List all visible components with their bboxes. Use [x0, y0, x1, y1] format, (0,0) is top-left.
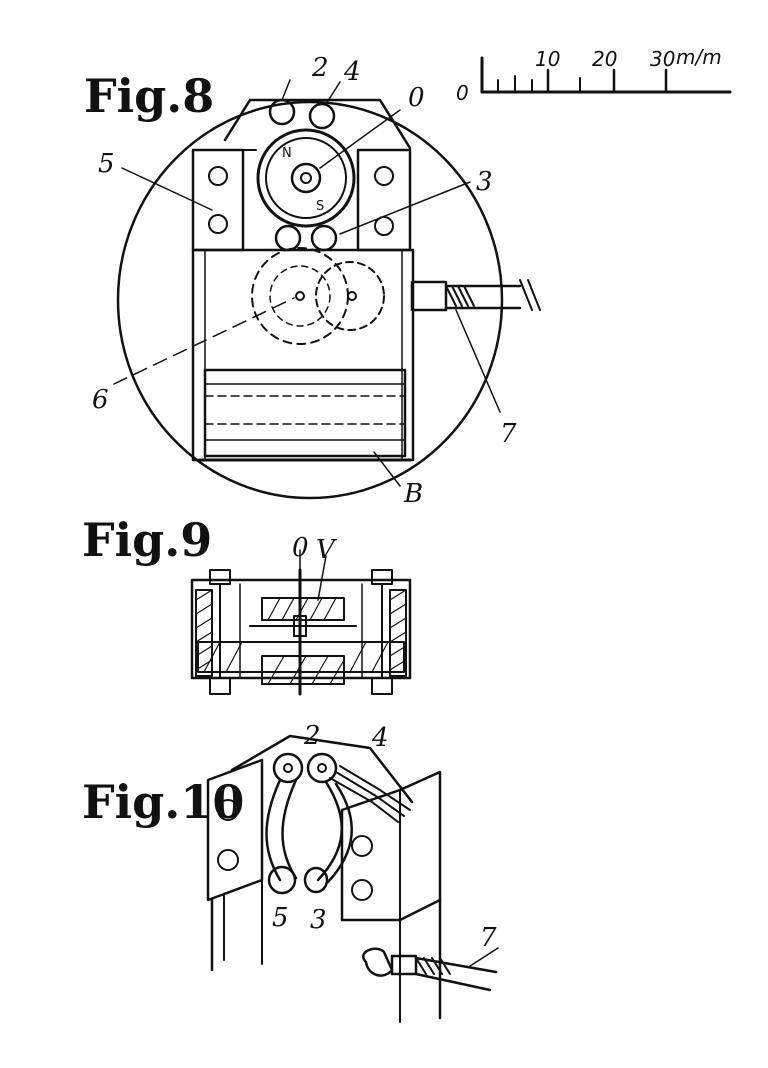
fig10-pulley-5 [267, 865, 297, 895]
fig9-bolt-bottom-left [209, 677, 231, 695]
fig8-left-bracket [191, 148, 245, 252]
fig8-label-b: B [403, 479, 423, 509]
fig8-roller-block [203, 368, 407, 458]
figure-9: Fig.9 0 V [82, 513, 412, 696]
fig10-top-plate [230, 734, 414, 804]
fig9-left-plate [195, 589, 213, 677]
fig9-bolt-top-left [209, 569, 231, 585]
fig8-hub-letter-n: N [282, 146, 292, 161]
fig10-label-2: 2 [303, 721, 321, 751]
fig8-hidden-gear-large [251, 247, 349, 345]
fig8-label-7: 7 [500, 419, 517, 449]
fig10-label-3: 3 [310, 905, 327, 935]
scale-bar: 0 10 20 30 m/m [456, 45, 732, 105]
fig9-bolt-bottom-right [371, 677, 393, 695]
fig9-label-0: 0 [292, 533, 309, 563]
fig8-label-4: 4 [343, 57, 361, 87]
fig10-pulley-2 [272, 752, 304, 784]
fig9-gear-block [261, 655, 345, 685]
scale-zero-label: 0 [456, 81, 469, 105]
fig8-shaft-collar [410, 280, 448, 312]
fig10-label-5: 5 [272, 903, 289, 933]
fig8-label-3: 3 [476, 167, 493, 197]
fig9-title: Fig.9 [82, 513, 212, 567]
fig8-label-6: 6 [92, 385, 109, 415]
fig10-pulley-4 [306, 752, 338, 784]
fig8-top-plate [223, 98, 412, 150]
fig10-shaft-gear [362, 947, 394, 977]
fig9-bolt-top-right [371, 569, 393, 585]
fig8-hub [290, 162, 322, 194]
fig8-label-5: 5 [98, 149, 115, 179]
fig8-pulley-5 [274, 224, 302, 252]
fig10-title: Fig.10 [82, 775, 244, 829]
scale-unit: m/m [676, 45, 722, 69]
fig10-label-7: 7 [480, 923, 497, 953]
fig8-hub-letter-s: S [316, 199, 324, 214]
scale-tick-30: 30 [650, 47, 675, 71]
fig10-pulley-3 [303, 866, 329, 894]
fig9-base-plate [197, 641, 405, 673]
fig8-pulley-4 [308, 102, 336, 130]
scale-tick-10: 10 [535, 47, 560, 71]
fig8-label-0: 0 [408, 83, 425, 113]
fig10-belt-right [316, 780, 353, 884]
fig9-right-plate [389, 589, 407, 677]
fig10-label-4: 4 [371, 723, 389, 753]
fig8-magnet-ring [256, 128, 356, 228]
scale-tick-20: 20 [592, 47, 617, 71]
fig8-hidden-gear-small [315, 261, 385, 331]
figure-10: Fig.10 2 [82, 721, 499, 1023]
fig9-label-v: V [316, 535, 337, 565]
fig8-title: Fig.8 [84, 69, 214, 123]
figure-8: Fig.8 N S [84, 53, 541, 509]
fig8-label-2: 2 [311, 53, 329, 83]
fig8-housing-circle [116, 100, 504, 500]
fig9-magnet-block [261, 597, 345, 621]
fig8-pulley-3 [310, 224, 338, 252]
fig10-belt-left [265, 778, 298, 882]
